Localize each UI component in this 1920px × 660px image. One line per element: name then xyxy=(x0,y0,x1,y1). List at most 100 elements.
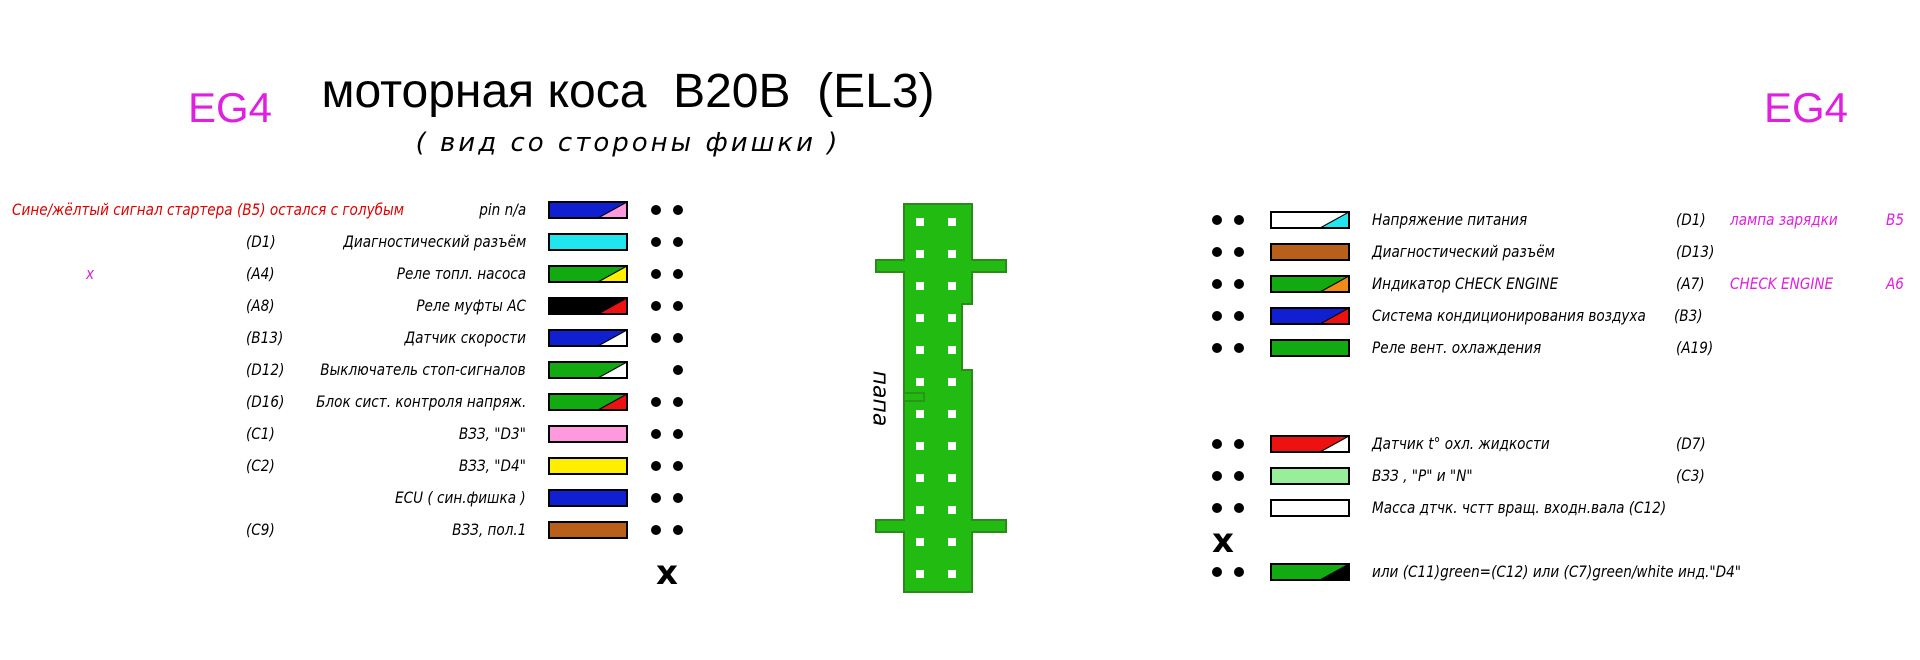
left-row-code: (C2) xyxy=(246,456,275,475)
left-wire-swatch xyxy=(548,265,628,283)
left-row-code: (D1) xyxy=(246,232,276,251)
right-row-name: ВЗЗ , "P" и "N" xyxy=(1372,466,1473,485)
right-row-code: (D13) xyxy=(1676,242,1715,261)
pin-dot xyxy=(1212,567,1222,577)
left-wire-swatch xyxy=(548,457,628,475)
left-empty-pin-cross: x xyxy=(656,553,678,593)
right-row-name: Реле вент. охлаждения xyxy=(1372,338,1542,357)
left-wire-swatch xyxy=(548,521,628,539)
right-row-pin: A6 xyxy=(1886,274,1904,293)
connector-gender-label: папа xyxy=(867,370,893,427)
connector-pin xyxy=(916,378,924,386)
left-row-name: ВЗЗ, "D3" xyxy=(458,424,526,443)
right-empty-pin-cross: x xyxy=(1212,521,1234,561)
left-row-code: (C1) xyxy=(246,424,275,443)
connector-pin xyxy=(916,250,924,258)
connector-pin xyxy=(948,250,956,258)
pin-dot xyxy=(1234,567,1244,577)
connector-key xyxy=(903,392,925,402)
connector-pin xyxy=(916,410,924,418)
connector-pin xyxy=(948,474,956,482)
pin-dot xyxy=(1234,247,1244,257)
connector-pin xyxy=(916,538,924,546)
right-row-name: или (C11)green=(C12) или (C7)green/white… xyxy=(1372,562,1742,581)
connector-pin xyxy=(948,378,956,386)
connector-body xyxy=(875,203,1007,593)
pin-dot xyxy=(1212,279,1222,289)
right-wire-swatch xyxy=(1270,563,1350,581)
connector-pin xyxy=(948,538,956,546)
pin-dot xyxy=(673,461,683,471)
pin-dot xyxy=(651,461,661,471)
right-row-code: (D7) xyxy=(1676,434,1706,453)
pin-dot xyxy=(651,429,661,439)
pin-dot xyxy=(651,237,661,247)
pin-dot xyxy=(673,301,683,311)
left-wire-swatch xyxy=(548,361,628,379)
pin-dot xyxy=(673,269,683,279)
pin-dot xyxy=(651,333,661,343)
left-row-note: Сине/жёлтый сигнал стартера (B5) остался… xyxy=(12,200,404,219)
connector-pin xyxy=(916,442,924,450)
pin-dot xyxy=(1212,471,1222,481)
left-row-note: x xyxy=(86,264,95,283)
connector-pin xyxy=(916,474,924,482)
page-title: моторная коса B20B (EL3) xyxy=(321,65,935,118)
right-row-name: Датчик t° охл. жидкости xyxy=(1372,434,1550,453)
connector-pin xyxy=(916,218,924,226)
right-row-code: (A7) xyxy=(1676,274,1705,293)
pin-dot xyxy=(1212,215,1222,225)
left-wire-swatch xyxy=(548,233,628,251)
right-wire-swatch xyxy=(1270,275,1350,293)
pin-dot xyxy=(673,237,683,247)
right-row-code: (A19) xyxy=(1676,338,1714,357)
pin-dot xyxy=(1212,247,1222,257)
connector-pin xyxy=(948,314,956,322)
pin-dot xyxy=(673,493,683,503)
right-row-name: Напряжение питания xyxy=(1372,210,1528,229)
right-wire-swatch xyxy=(1270,339,1350,357)
connector-pin xyxy=(916,506,924,514)
left-row-code: (D16) xyxy=(246,392,285,411)
pin-dot xyxy=(1234,343,1244,353)
pin-dot xyxy=(651,525,661,535)
right-wire-swatch xyxy=(1270,499,1350,517)
left-row-code: (A4) xyxy=(246,264,275,283)
right-wire-swatch xyxy=(1270,243,1350,261)
connector-pin xyxy=(916,282,924,290)
left-row-name: Реле топл. насоса xyxy=(396,264,526,283)
right-row-code: (C3) xyxy=(1676,466,1705,485)
right-row-name: Масса дтчк. чстт вращ. входн.вала (C12) xyxy=(1372,498,1667,517)
left-wire-swatch xyxy=(548,297,628,315)
pin-dot xyxy=(673,397,683,407)
connector-pin xyxy=(948,346,956,354)
left-row-name: ВЗЗ, пол.1 xyxy=(451,520,526,539)
pin-dot xyxy=(673,365,683,375)
left-row-code: (C9) xyxy=(246,520,275,539)
left-row-name: Диагностический разъём xyxy=(343,232,526,251)
left-row-code: (A8) xyxy=(246,296,275,315)
left-wire-swatch xyxy=(548,489,628,507)
right-wire-swatch xyxy=(1270,435,1350,453)
left-row-name: Реле муфты АС xyxy=(416,296,526,315)
left-wire-swatch xyxy=(548,329,628,347)
connector-pin xyxy=(948,570,956,578)
right-row-code: (D1) xyxy=(1676,210,1706,229)
left-wire-swatch xyxy=(548,425,628,443)
left-row-name: pin n/a xyxy=(479,200,526,219)
right-row-name: Индикатор CHECK ENGINE xyxy=(1372,274,1559,293)
pin-dot xyxy=(1212,343,1222,353)
pin-dot xyxy=(1234,503,1244,513)
right-row-pin: B5 xyxy=(1886,210,1904,229)
pin-dot xyxy=(1212,503,1222,513)
right-row-name: Диагностический разъём xyxy=(1372,242,1555,261)
pin-dot xyxy=(651,397,661,407)
connector-pin xyxy=(916,346,924,354)
pin-dot xyxy=(673,525,683,535)
pin-dot xyxy=(651,493,661,503)
page-subtitle: ( вид со стороны фишки ) xyxy=(415,128,841,158)
left-row-name: Блок сист. контроля напряж. xyxy=(315,392,526,411)
pin-dot xyxy=(1234,439,1244,449)
connector-pin xyxy=(916,314,924,322)
right-row-note: лампа зарядки xyxy=(1730,210,1838,229)
